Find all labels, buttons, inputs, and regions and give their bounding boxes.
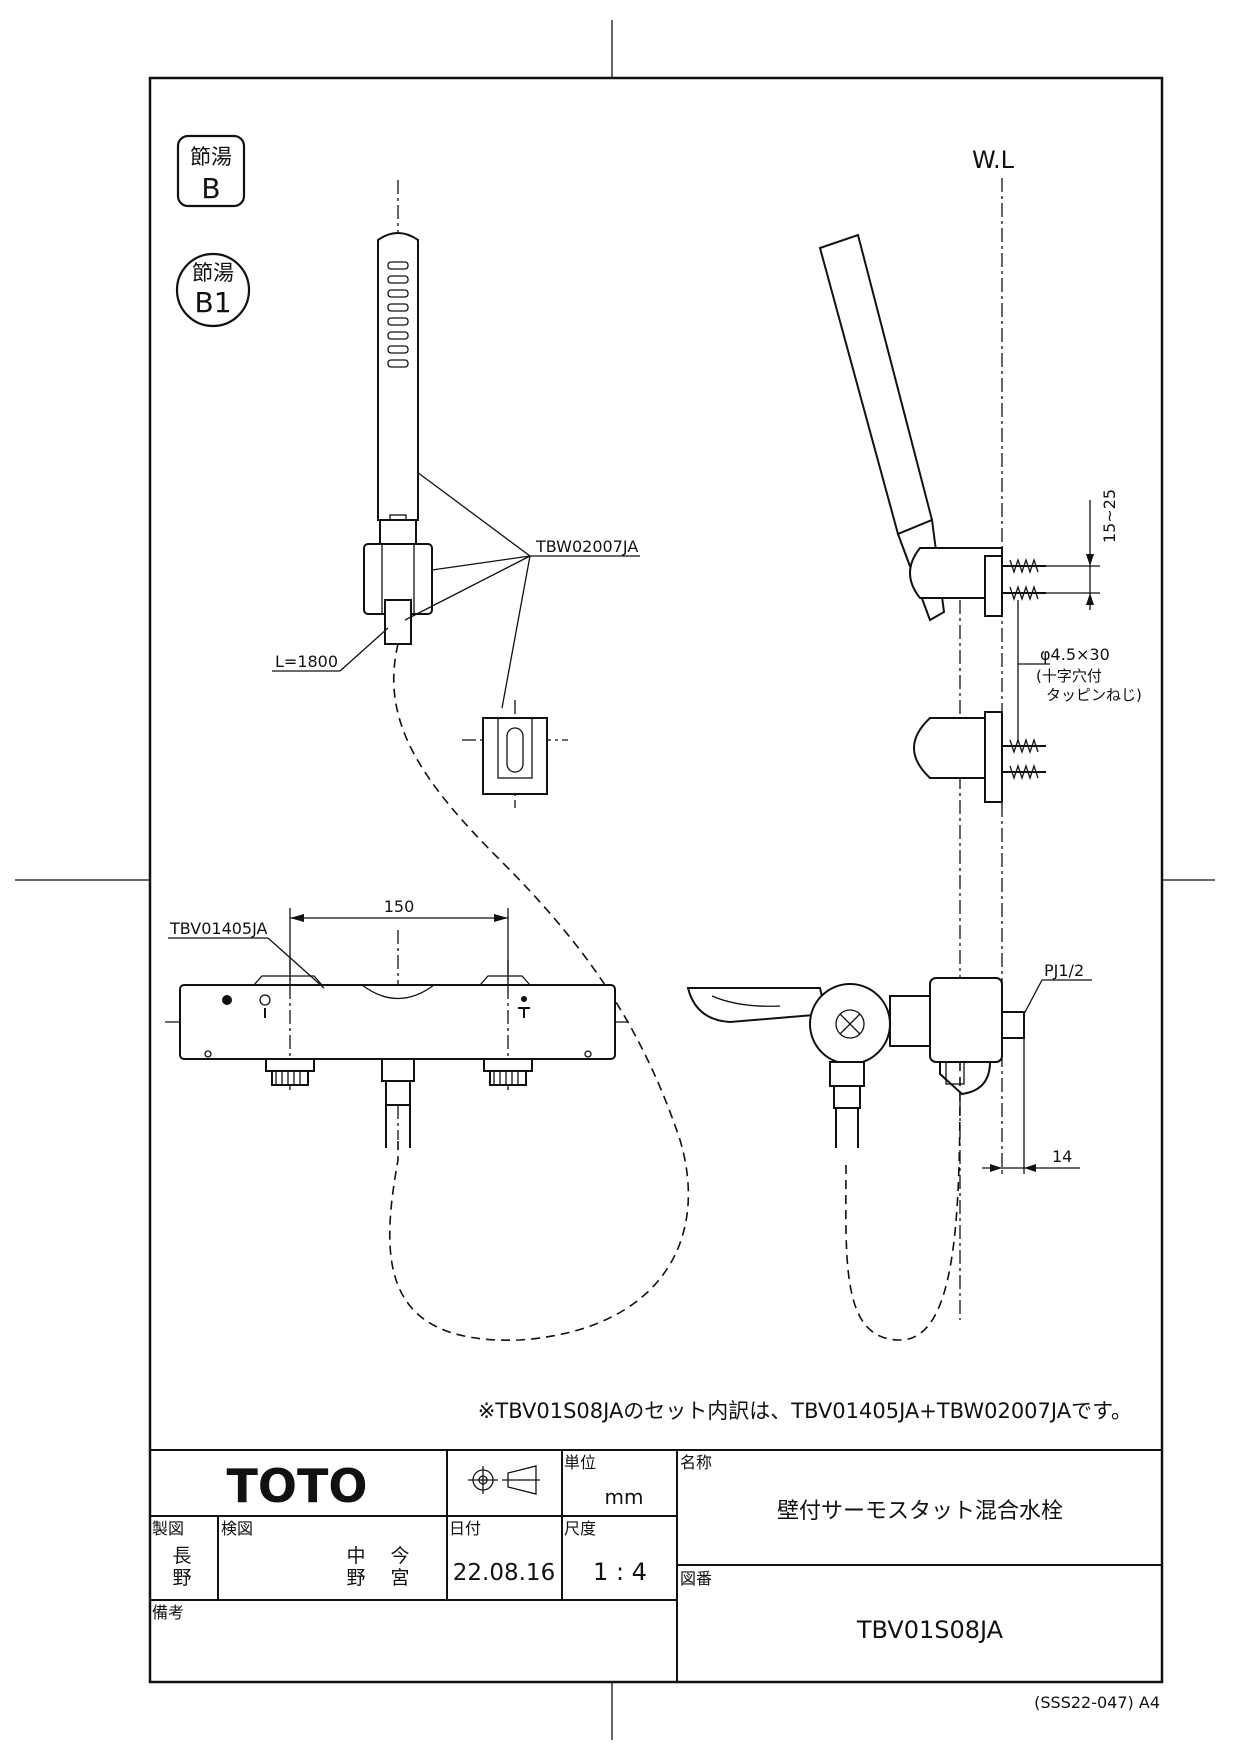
number-value: TBV01S08JA [856,1616,1004,1644]
drawn-by-1: 長 [172,1545,191,1567]
checked-by-a1: 中 [346,1545,365,1567]
number-label: 図番 [680,1569,712,1588]
badge-b: 節湯 B [176,134,246,208]
sheet-frame [148,76,1164,1684]
hose-length-label: L=1800 [275,652,338,671]
name-label: 名称 [680,1453,712,1472]
unit-value: mm [605,1485,644,1509]
scale-value: 1 : 4 [593,1558,647,1586]
scale-label: 尺度 [564,1519,596,1538]
center-marks [15,20,1215,1740]
water-level-label: W.L [972,146,1015,174]
date-value: 22.08.16 [453,1560,555,1586]
offset-label: 14 [1052,1147,1072,1166]
footer-code: (SSS22-047) A4 [1034,1693,1160,1712]
badge-b-bottom: B [201,172,220,205]
checked-by-a2: 野 [346,1567,365,1589]
holder-part-label: TBW02007JA [535,537,638,556]
date-label: 日付 [449,1519,481,1538]
front-mixer-body [165,930,630,1148]
drawn-by-2: 野 [172,1567,191,1589]
unit-label: 単位 [564,1453,596,1472]
badge-b1: 節湯 B1 [175,252,251,328]
badge-b1-bottom: B1 [194,286,231,319]
body-part-label: TBV01405JA [169,919,268,938]
pitch-dimension: 150 [289,897,509,985]
pipe-thread-label: PJ1/2 [1044,961,1084,980]
screw-desc-1: (十字穴付 [1036,667,1102,685]
wall-screws [1002,557,1046,781]
set-note: ※TBV01S08JAのセット内訳は、TBV01405JA+TBW02007JA… [478,1399,1132,1423]
body-part-callout: TBV01405JA [168,919,325,989]
brand-logo: TOTO [227,1459,368,1513]
checked-by-b2: 宮 [390,1567,409,1589]
front-hand-shower [363,180,433,645]
holder-part-leaders: TBW02007JA [404,471,640,709]
checked-by-b1: 今 [390,1545,409,1567]
side-view: W.L 15~25 φ4.5×30 [686,146,1142,1341]
hose-length-callout: L=1800 [272,627,389,672]
projection-symbol [468,1465,540,1495]
pitch-label: 150 [384,897,415,916]
badge-b-top: 節湯 [190,145,232,169]
checked-label: 検図 [221,1519,253,1538]
badge-b1-top: 節湯 [192,261,234,285]
screw-desc-2: タッピンねじ) [1046,686,1142,704]
holder-detail [462,700,568,808]
remarks-label: 備考 [152,1603,184,1622]
screw-spec-label: φ4.5×30 [1040,645,1110,664]
name-value: 壁付サーモスタット混合水栓 [777,1499,1063,1524]
drawn-label: 製図 [152,1519,184,1538]
title-block: TOTO 単位 mm 名称 壁付サーモスタット混合水栓 製図 長 野 検図 中 … [150,1449,1162,1682]
screw-spacing-label: 15~25 [1100,489,1119,543]
spray-nozzles [387,261,409,368]
